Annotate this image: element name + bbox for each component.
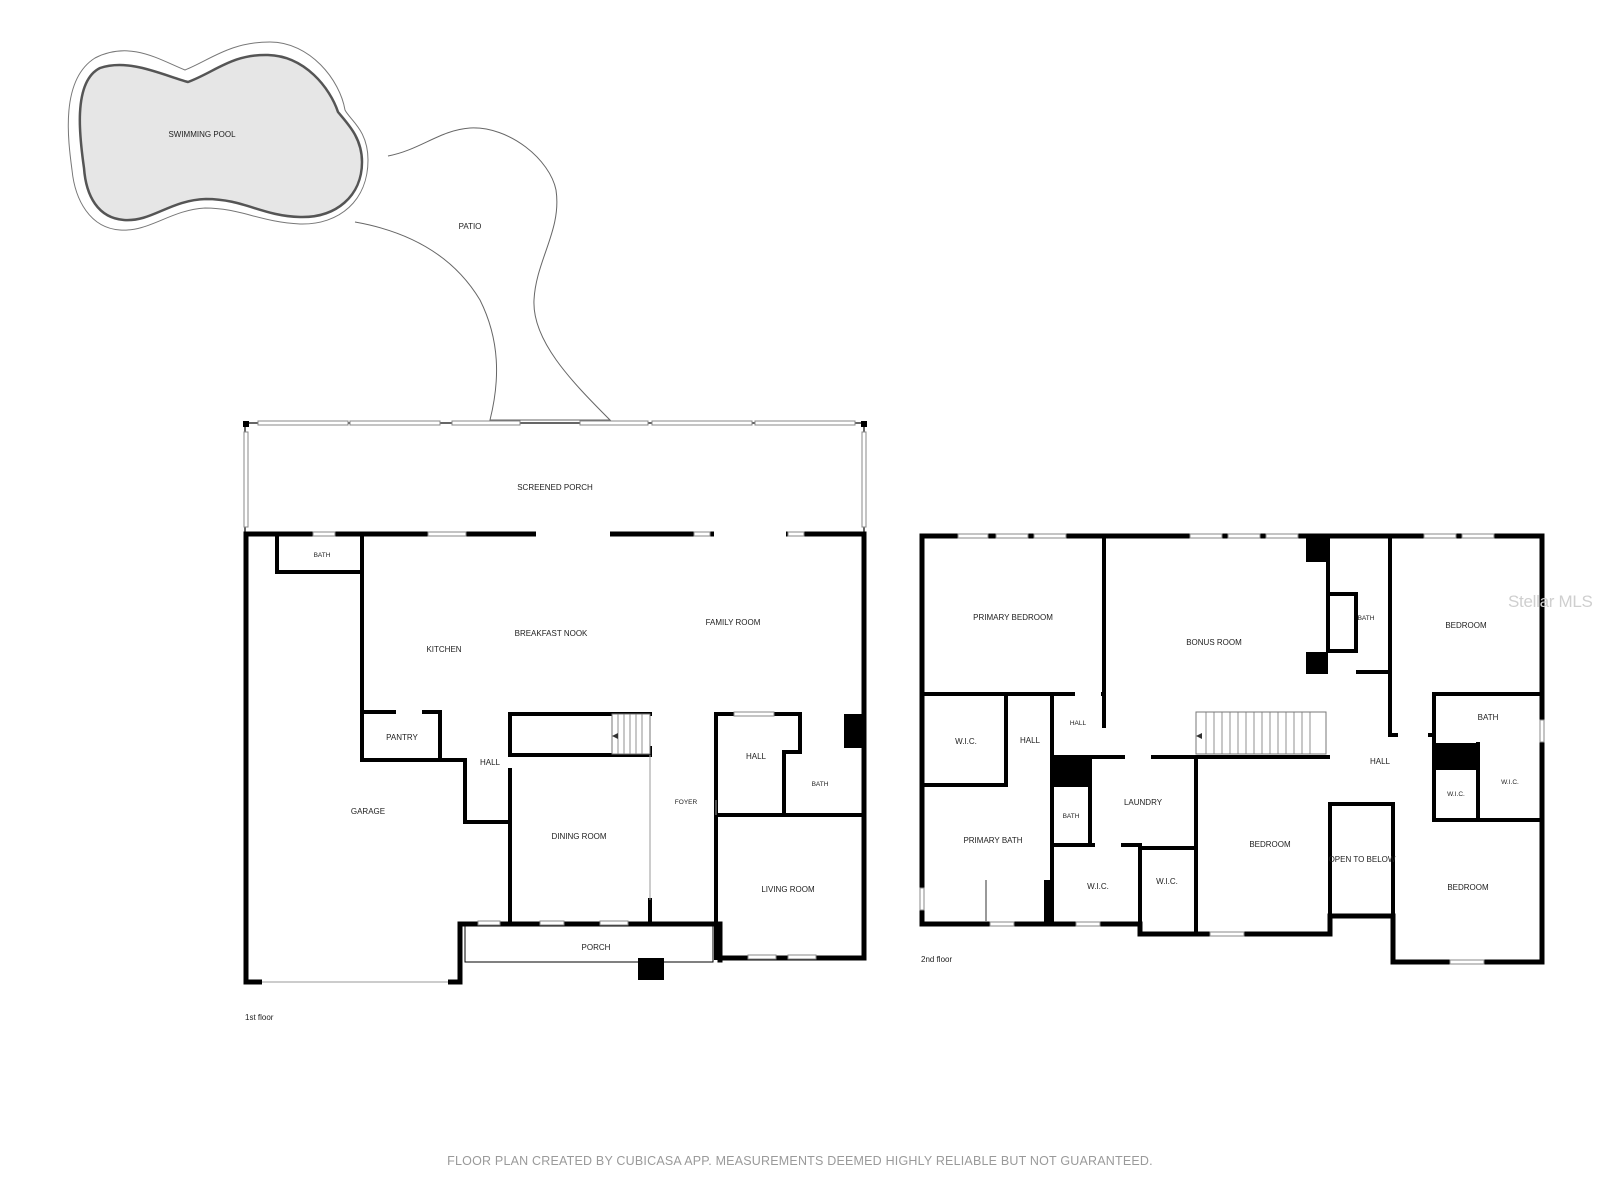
open-to-below-label: OPEN TO BELOW — [1329, 855, 1396, 864]
foyer-label: FOYER — [675, 799, 698, 806]
garage-label: GARAGE — [351, 807, 385, 816]
porch-label: PORCH — [582, 943, 611, 952]
second-floor-plan: PRIMARY BEDROOM BONUS ROOM BATH BEDROOM … — [919, 533, 1545, 965]
bath-top-label: BATH — [1358, 615, 1375, 622]
family-room-label: FAMILY ROOM — [706, 618, 761, 627]
swimming-pool — [78, 53, 364, 222]
breakfast-nook-label: BREAKFAST NOOK — [515, 629, 588, 638]
hall-b-label: HALL — [1070, 720, 1087, 727]
bedroom-mid-label: BEDROOM — [1249, 840, 1291, 849]
stellar-mls-watermark: Stellar MLS — [1508, 592, 1593, 611]
first-floor-interior-walls — [275, 532, 866, 960]
bath-label: BATH — [314, 552, 331, 559]
screened-porch-label: SCREENED PORCH — [517, 483, 593, 492]
second-floor-stairs — [1195, 711, 1327, 755]
wic-3-label: W.I.C. — [1501, 779, 1519, 786]
front-porch-outline — [464, 925, 714, 963]
hall-a-label: HALL — [1020, 736, 1041, 745]
bonus-room-label: BONUS ROOM — [1186, 638, 1242, 647]
wic-2-label: W.I.C. — [1447, 791, 1465, 798]
patio-outline — [354, 127, 612, 421]
hall-label: HALL — [480, 758, 501, 767]
outdoor-area: SWIMMING POOL PATIO — [67, 41, 612, 421]
hall-2-label: HALL — [746, 752, 767, 761]
second-floor-caption: 2nd floor — [921, 955, 952, 964]
patio-label: PATIO — [459, 222, 482, 231]
screened-porch-outline — [244, 422, 865, 535]
dining-room-label: DINING ROOM — [551, 832, 606, 841]
bedroom-se-label: BEDROOM — [1447, 883, 1489, 892]
bath-small-label: BATH — [1063, 813, 1080, 820]
hall-c-label: HALL — [1370, 757, 1391, 766]
primary-bath-label: PRIMARY BATH — [963, 836, 1022, 845]
laundry-label: LAUNDRY — [1124, 798, 1163, 807]
pool-label: SWIMMING POOL — [168, 130, 236, 139]
first-floor-exterior-walls — [243, 531, 867, 985]
first-floor-plan: SCREENED PORCH BATH KITCHEN BREAKFAST NO… — [243, 420, 867, 1022]
kitchen-label: KITCHEN — [426, 645, 461, 654]
first-floor-stairs — [611, 713, 651, 755]
wic-4-label: W.I.C. — [1087, 882, 1109, 891]
bedroom-ne-label: BEDROOM — [1445, 621, 1487, 630]
wic-1-label: W.I.C. — [955, 737, 977, 746]
bath-2-label: BATH — [812, 781, 829, 788]
first-floor-caption: 1st floor — [245, 1013, 274, 1022]
footer-disclaimer: FLOOR PLAN CREATED BY CUBICASA APP. MEAS… — [447, 1154, 1153, 1168]
living-room-label: LIVING ROOM — [761, 885, 815, 894]
wic-5-label: W.I.C. — [1156, 877, 1178, 886]
pantry-label: PANTRY — [386, 733, 418, 742]
bath-e-label: BATH — [1478, 713, 1499, 722]
primary-bedroom-label: PRIMARY BEDROOM — [973, 613, 1053, 622]
